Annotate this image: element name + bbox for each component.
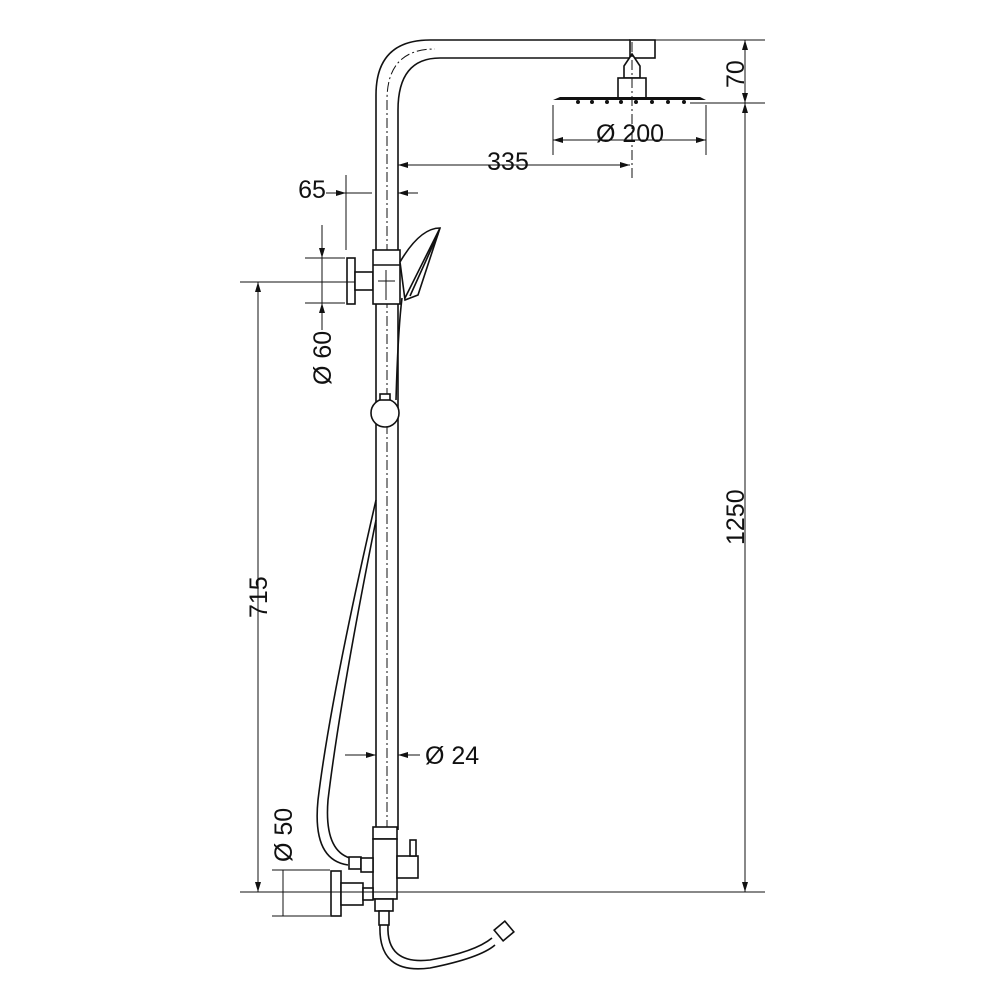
hand-shower-holder [346,227,442,428]
dim-mixer-diameter: Ø 50 [270,808,298,862]
dim-head-height: 70 [722,60,750,88]
shower-hose [316,499,377,866]
riser-pipe [375,39,656,830]
dim-head-diameter: Ø 200 [596,120,664,148]
dimension-lines [240,39,765,917]
dim-arm-reach: 335 [487,148,529,176]
overhead-shower-head [553,42,706,180]
dim-holder-diameter: Ø 60 [309,331,337,385]
dim-holder-height: 715 [245,576,273,618]
dim-pipe-diameter: Ø 24 [425,742,479,770]
thermostatic-mixer [330,826,515,970]
dim-holder-offset: 65 [298,176,326,204]
dim-total-height: 1250 [722,489,750,545]
